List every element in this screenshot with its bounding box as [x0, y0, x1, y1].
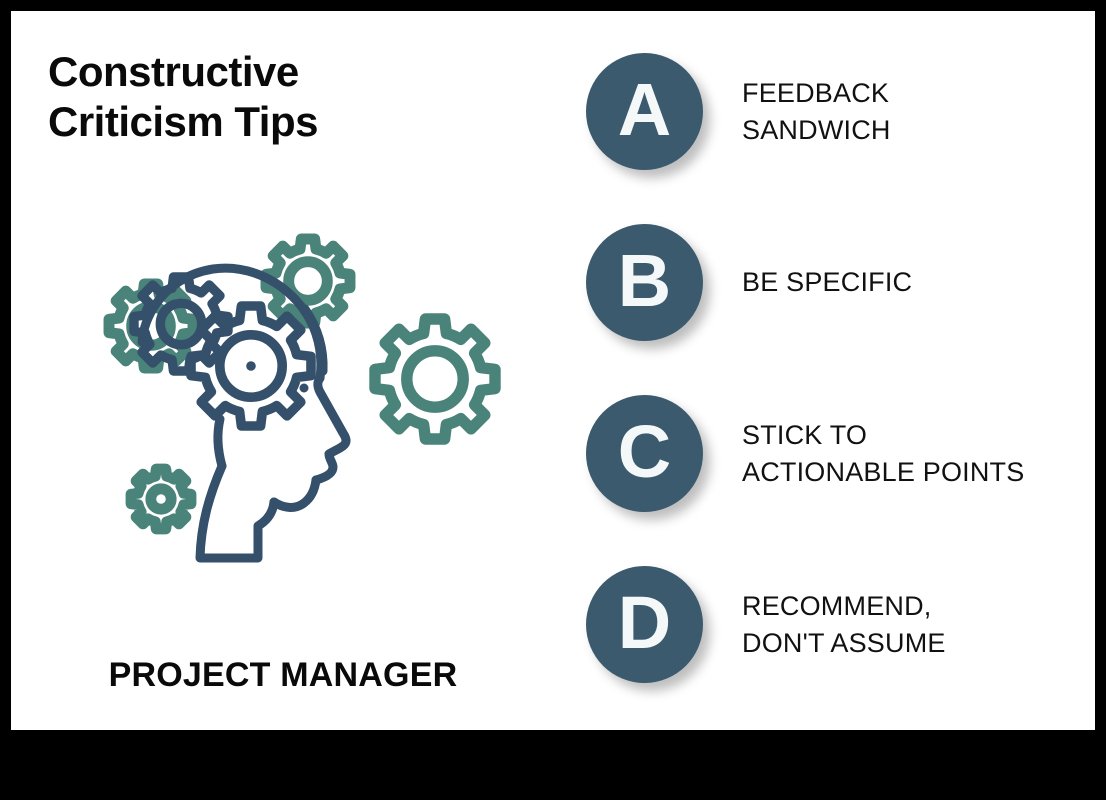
tip-letter-a: A	[617, 67, 672, 151]
tip-item-a[interactable]: A FEEDBACK SANDWICH	[586, 53, 1086, 224]
poster-card: Constructive Criticism Tips	[11, 11, 1095, 730]
tip-badge-d[interactable]: D	[586, 566, 703, 683]
tip-label-a-line-2: SANDWICH	[742, 114, 891, 145]
tip-label-b-line-1: BE SPECIFIC	[742, 267, 913, 298]
tip-label-a-line-1: FEEDBACK	[742, 77, 890, 108]
tip-badge-b[interactable]: B	[586, 224, 703, 341]
gear-medium-top	[266, 239, 350, 323]
tip-badge-c[interactable]: C	[586, 395, 703, 512]
role-caption: PROJECT MANAGER	[108, 656, 458, 694]
tip-item-c[interactable]: C STICK TO ACTIONABLE POINTS	[586, 395, 1086, 566]
page-title-line-2: Criticism Tips	[48, 97, 318, 145]
page-title: Constructive Criticism Tips	[48, 47, 518, 146]
tip-label-c-line-1: STICK TO	[742, 419, 868, 450]
tip-letter-d: D	[617, 580, 672, 664]
gear-large-right	[375, 319, 495, 439]
tip-label-c: STICK TO ACTIONABLE POINTS	[742, 395, 1072, 512]
gear-tiny-bottom-left	[131, 469, 191, 529]
tip-item-b[interactable]: B BE SPECIFIC	[586, 224, 1086, 395]
page-title-line-1: Constructive	[48, 48, 299, 95]
tips-list: A FEEDBACK SANDWICH B BE SPECIFIC C	[586, 53, 1086, 737]
tip-item-d[interactable]: D RECOMMEND, DON'T ASSUME	[586, 566, 1086, 737]
gear-brain-large	[191, 306, 311, 426]
tip-label-d-line-2: DON'T ASSUME	[742, 627, 946, 658]
tip-letter-b: B	[617, 238, 672, 322]
tip-label-b: BE SPECIFIC	[742, 224, 1072, 341]
tip-label-c-line-2: ACTIONABLE POINTS	[742, 456, 1025, 487]
tip-label-d-line-1: RECOMMEND,	[742, 590, 932, 621]
tip-letter-c: C	[617, 409, 672, 493]
tip-label-d: RECOMMEND, DON'T ASSUME	[742, 566, 1072, 683]
head-outline	[195, 461, 279, 563]
head-with-gears-illustration	[71, 206, 531, 606]
tip-badge-a[interactable]: A	[586, 53, 703, 170]
eye-dot	[299, 383, 309, 393]
tip-label-a: FEEDBACK SANDWICH	[742, 53, 1072, 170]
